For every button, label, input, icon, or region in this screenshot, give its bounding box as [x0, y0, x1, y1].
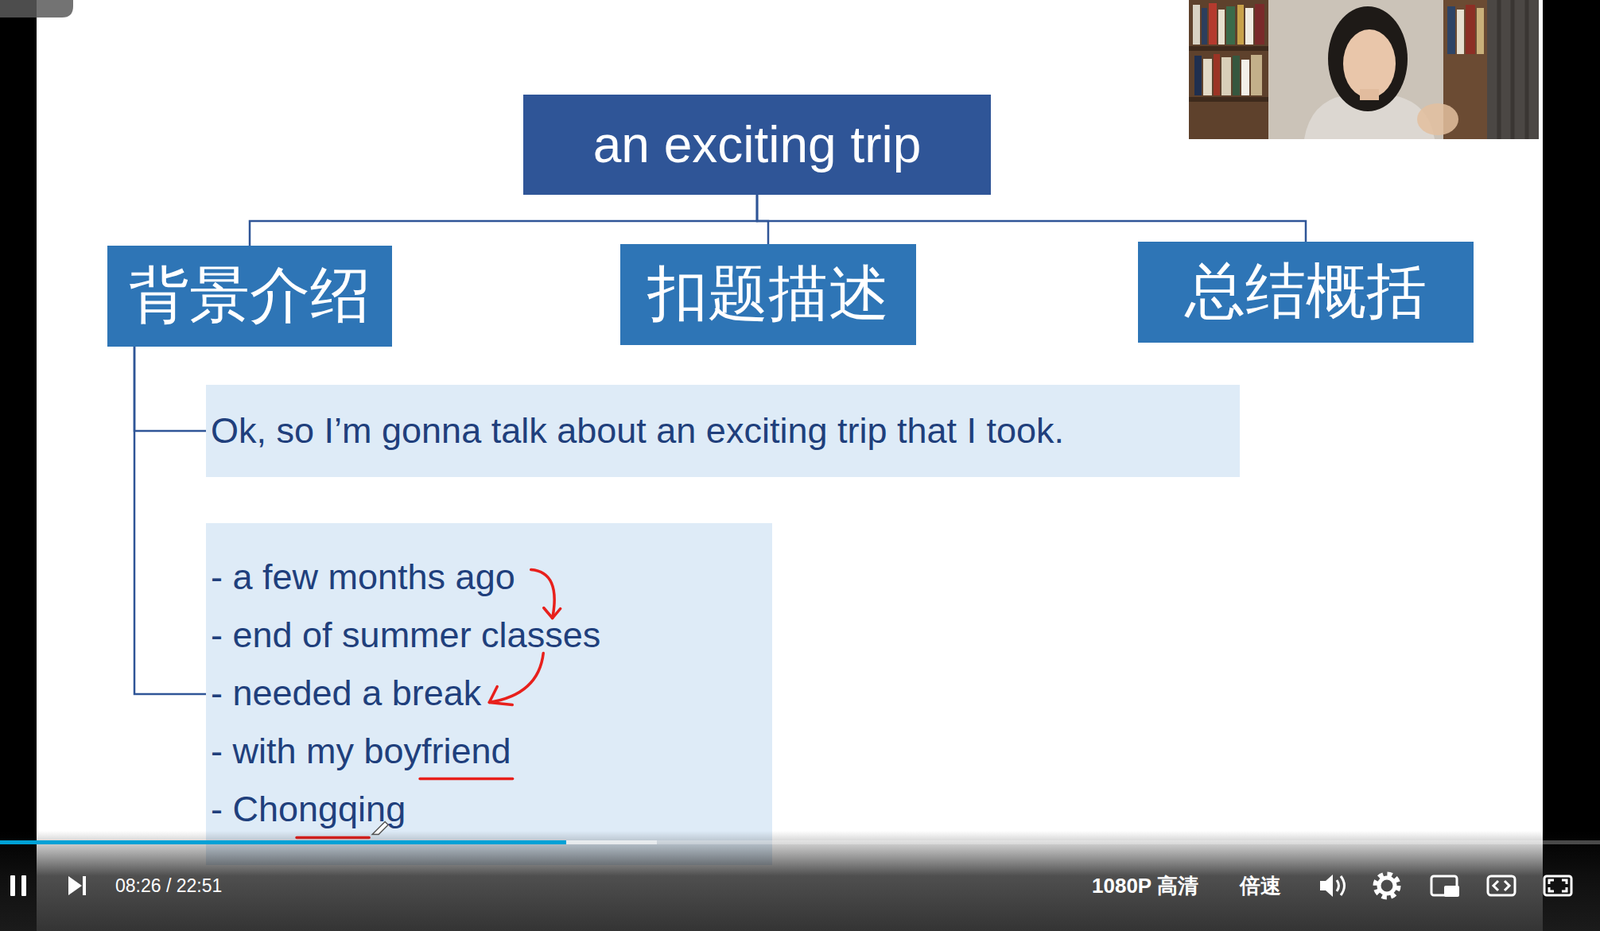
tree-connector — [249, 194, 758, 246]
curtain-fold — [1499, 0, 1527, 140]
fullscreen-frame — [1544, 876, 1572, 896]
book — [1226, 6, 1235, 45]
shelf — [1188, 46, 1269, 51]
widescreen-frame — [1487, 876, 1515, 896]
widescreen-arrows — [1493, 881, 1510, 891]
book — [1241, 59, 1250, 96]
sound-wave — [1340, 876, 1345, 896]
topic-title: an exciting trip — [593, 115, 922, 175]
webcam-backdrop — [1188, 0, 1539, 140]
pen-arrow — [531, 570, 555, 619]
pen-underline — [419, 777, 513, 781]
book — [1237, 4, 1244, 45]
outline-box: - a few months ago- end of summer classe… — [205, 523, 773, 866]
book — [1245, 7, 1254, 45]
control-shade — [0, 831, 1600, 931]
next-icon — [68, 876, 86, 896]
person-face — [1343, 29, 1396, 98]
slide-area — [36, 0, 1543, 931]
section-title: 背景介绍 — [128, 255, 371, 338]
curtain — [1487, 0, 1539, 140]
tree-connector — [134, 346, 206, 695]
time-display: 08:26 / 22:51 — [115, 875, 222, 898]
book — [1194, 55, 1202, 96]
bookshelf — [1188, 0, 1269, 140]
person-neck — [1359, 89, 1379, 101]
book — [1447, 6, 1456, 55]
quality-button: 1080P 高清 — [1091, 872, 1199, 901]
section-box: 背景介绍 — [107, 245, 393, 347]
book — [1250, 54, 1263, 96]
speed-button: 倍速 — [1239, 872, 1282, 901]
outline-item: - a few months ago — [210, 547, 516, 606]
pen-arrow — [489, 653, 544, 703]
progress-track — [0, 840, 1600, 845]
book — [1456, 9, 1465, 55]
sound-wave — [1336, 880, 1340, 892]
webcam-feed — [1188, 0, 1539, 140]
sentence-box: Ok, so I’m gonna talk about an exciting … — [205, 384, 1240, 478]
tree-connector — [757, 194, 1306, 242]
pen-arrowhead — [543, 608, 561, 619]
book — [1476, 7, 1484, 55]
book — [1218, 9, 1225, 45]
progress-played — [0, 840, 567, 845]
section-title: 扣题描述 — [647, 253, 890, 336]
settings-icon — [1375, 874, 1399, 898]
watermark-pill — [0, 0, 74, 18]
tree-connector — [757, 194, 769, 245]
outline-item: - end of summer classes — [210, 605, 601, 665]
outline-item: - needed a break — [210, 664, 482, 723]
gear-teeth — [1375, 874, 1399, 898]
pause-bar — [10, 875, 16, 897]
pause-icon — [10, 875, 27, 897]
gear-ring — [1378, 877, 1395, 894]
book — [1208, 3, 1217, 45]
next-bar — [82, 876, 86, 896]
tree-connector — [134, 346, 206, 432]
outline-item: - Chongqing — [210, 780, 406, 839]
book — [1203, 58, 1212, 96]
topic-box: an exciting trip — [523, 94, 991, 195]
volume-icon — [1320, 874, 1345, 898]
fullscreen-icon — [1544, 876, 1572, 896]
speaker — [1320, 874, 1333, 898]
pen-annotations — [205, 523, 773, 866]
pen-arrowhead — [489, 687, 513, 706]
book — [1221, 57, 1232, 96]
section-box: 总结概括 — [1137, 241, 1474, 343]
pip-icon — [1431, 876, 1460, 898]
book — [1192, 4, 1200, 45]
pause-bar — [21, 875, 27, 897]
fullscreen-corners — [1549, 880, 1567, 892]
book — [1213, 54, 1220, 96]
book — [1465, 4, 1476, 55]
next-triangle — [68, 876, 82, 896]
widescreen-icon — [1487, 876, 1515, 896]
shelf — [1188, 97, 1269, 102]
book — [1201, 7, 1208, 45]
pip-window — [1444, 885, 1460, 898]
person-hand — [1417, 103, 1459, 136]
book — [1254, 3, 1265, 45]
book — [1232, 55, 1240, 96]
person-hair — [1328, 6, 1408, 112]
progress-buffered — [0, 840, 657, 845]
outline-item: - with my boyfriend — [210, 722, 512, 781]
section-title: 总结概括 — [1184, 251, 1427, 334]
section-box: 扣题描述 — [620, 244, 917, 346]
sentence-text: Ok, so I’m gonna talk about an exciting … — [210, 410, 1065, 452]
